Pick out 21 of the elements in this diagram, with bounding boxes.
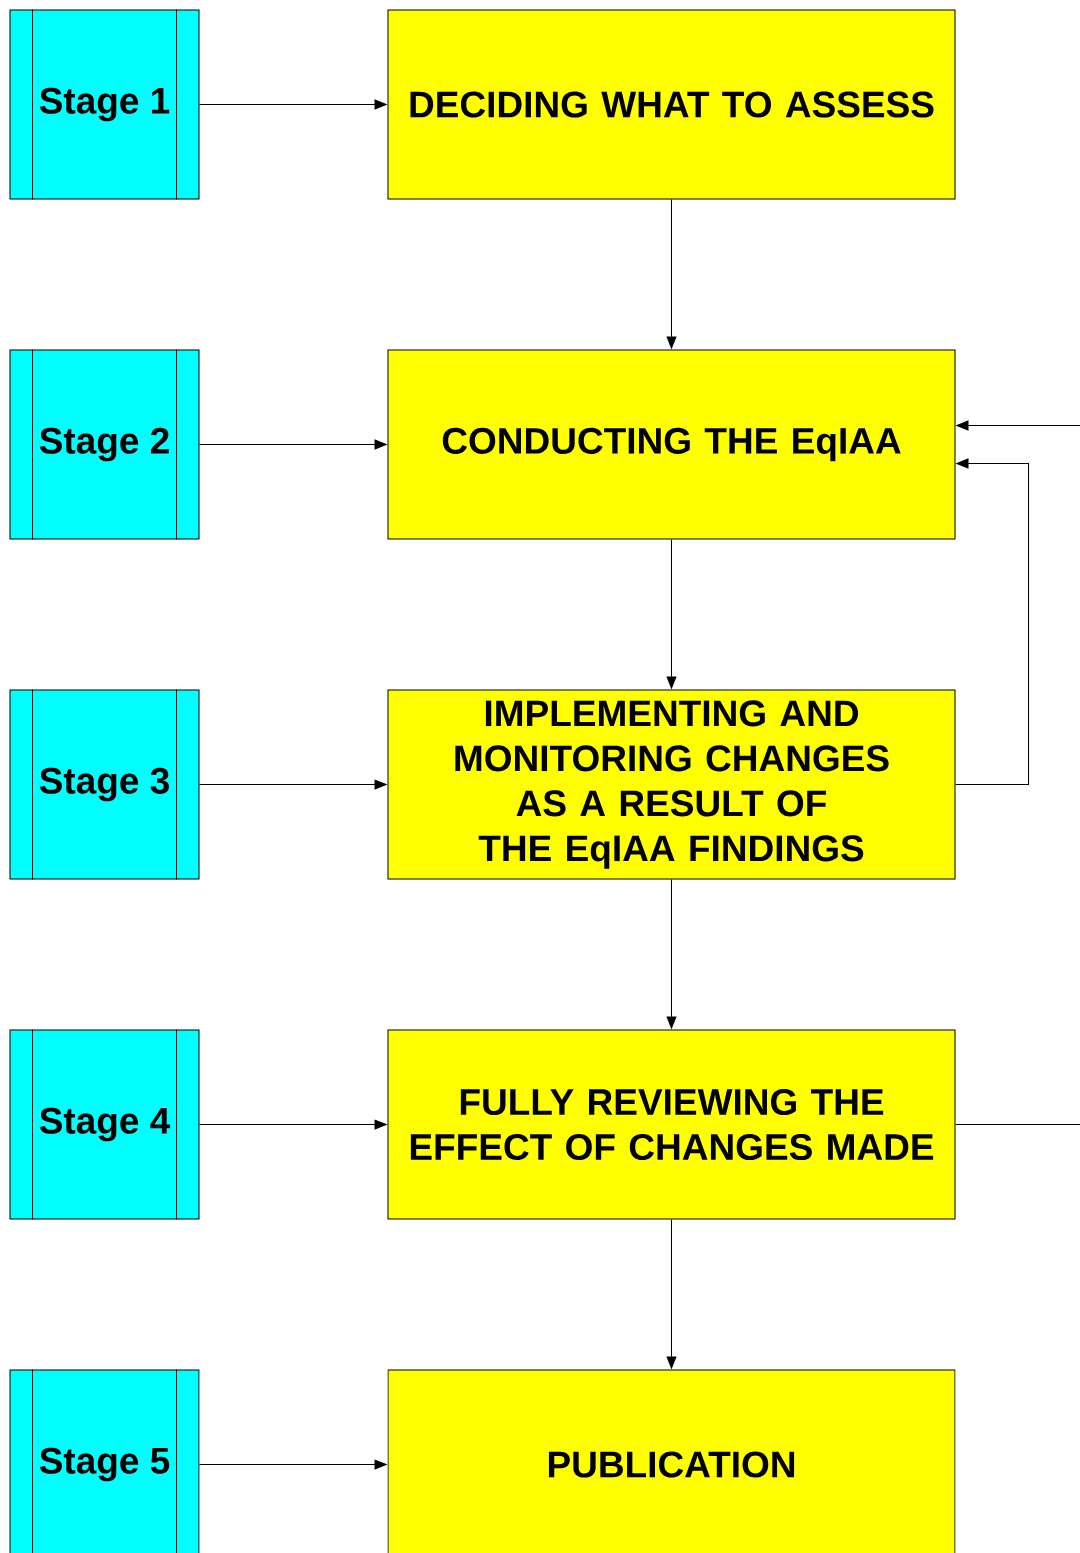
- arrow: [199, 1459, 387, 1470]
- arrow: [666, 1219, 677, 1369]
- arrow: [666, 199, 677, 349]
- stage-box: Stage 5: [9, 1369, 200, 1553]
- arrow: [666, 879, 677, 1029]
- arrow: [666, 539, 677, 689]
- arrow: [199, 779, 387, 790]
- stage-box: Stage 2: [9, 349, 200, 540]
- process-box: DECIDING WHAT TO ASSESS: [387, 9, 956, 200]
- arrow: [199, 439, 387, 450]
- process-box: IMPLEMENTING AND MONITORING CHANGES AS A RESULT OF THE EqIAA FINDINGS: [387, 689, 956, 880]
- stage-box: Stage 1: [9, 9, 200, 200]
- arrow: [956, 420, 1080, 431]
- process-box: CONDUCTING THE EqIAA: [387, 349, 956, 540]
- stage-box: Stage 4: [9, 1029, 200, 1220]
- arrow: [199, 99, 387, 110]
- process-box: PUBLICATION: [387, 1369, 956, 1553]
- arrow: [955, 458, 1029, 785]
- process-box: FULLY REVIEWING THE EFFECT OF CHANGES MADE: [387, 1029, 956, 1220]
- arrow: [199, 1119, 387, 1130]
- stage-box: Stage 3: [9, 689, 200, 880]
